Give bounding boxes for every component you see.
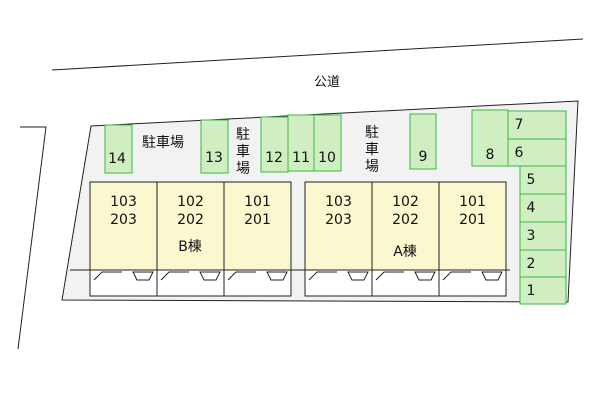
parking-space-number: 13	[205, 150, 223, 166]
parking-space-11: 11	[287, 114, 315, 172]
unit-number-lower: 101	[244, 194, 271, 210]
parking-space-9: 9	[409, 113, 437, 170]
parking-space-number: 10	[318, 150, 336, 166]
parking-space-rect	[519, 165, 567, 195]
parking-space-number: 7	[515, 117, 524, 133]
unit-number-lower: 103	[325, 194, 352, 210]
unit-rect	[223, 181, 292, 271]
unit-number-lower: 101	[459, 194, 486, 210]
parking-label-vertical-1: 駐車場	[236, 127, 250, 177]
door-marker-line	[160, 271, 189, 281]
unit-number-lower: 102	[177, 194, 204, 210]
parking-space-number: 14	[108, 151, 126, 167]
door-marker	[481, 271, 503, 281]
parking-space-number: 5	[527, 172, 536, 188]
unit-number-lower: 103	[110, 194, 137, 210]
building-name: B棟	[178, 239, 202, 255]
door-marker	[414, 271, 436, 281]
parking-space-12: 12	[260, 116, 289, 173]
parking-space-rect	[287, 114, 315, 172]
parking-space-rect	[507, 138, 567, 167]
door-marker-line	[227, 271, 256, 281]
parking-space-14: 14	[104, 124, 133, 174]
parking-space-rect	[409, 113, 437, 170]
parking-space-number: 9	[419, 149, 428, 165]
parking-space-number: 6	[515, 145, 524, 161]
parking-space-1: 1	[519, 276, 567, 305]
parking-space-number: 3	[527, 228, 536, 244]
parking-space-7: 7	[507, 110, 567, 140]
door-marker-line	[308, 271, 337, 281]
road-label: 公道	[314, 75, 340, 90]
unit-rect	[89, 181, 158, 271]
door-marker-line	[375, 271, 404, 281]
unit-rect	[371, 181, 440, 271]
unit-rect	[156, 181, 225, 271]
parking-space-number: 11	[292, 150, 310, 166]
unit-number-upper: 202	[177, 212, 204, 228]
parking-space-13: 13	[200, 119, 229, 174]
parking-space-number: 2	[527, 256, 536, 272]
parking-space-number: 4	[527, 200, 536, 216]
left-boundary-line	[17, 126, 47, 350]
road-line	[51, 38, 584, 71]
parking-space-number: 1	[527, 283, 536, 299]
parking-space-number: 12	[265, 150, 283, 166]
parking-space-4: 4	[519, 193, 567, 223]
unit-number-lower: 102	[392, 194, 419, 210]
parking-space-rect	[313, 114, 342, 172]
unit-number-upper: 203	[325, 212, 352, 228]
parking-space-10: 10	[313, 114, 342, 172]
parking-space-2: 2	[519, 249, 567, 278]
unit-number-upper: 203	[110, 212, 137, 228]
door-marker	[132, 271, 154, 281]
parking-space-number: 8	[486, 147, 495, 163]
parking-space-rect	[260, 116, 289, 173]
parking-space-5: 5	[519, 165, 567, 195]
parking-space-rect	[519, 276, 567, 305]
unit-rect	[438, 181, 507, 271]
parking-space-rect	[519, 193, 567, 223]
door-marker-line	[93, 271, 122, 281]
parking-space-rect	[519, 221, 567, 251]
unit-number-upper: 201	[459, 212, 486, 228]
door-marker-line	[442, 271, 471, 281]
parking-label-vertical-2: 駐車場	[365, 125, 379, 175]
parking-space-8: 8	[471, 109, 509, 167]
unit-number-upper: 202	[392, 212, 419, 228]
building-name: A棟	[393, 244, 417, 260]
door-marker	[347, 271, 369, 281]
unit-number-upper: 201	[244, 212, 271, 228]
parking-space-rect	[200, 119, 229, 174]
parking-space-3: 3	[519, 221, 567, 251]
parking-space-6: 6	[507, 138, 567, 167]
parking-label-horizontal: 駐車場	[142, 134, 184, 151]
parking-space-rect	[471, 109, 509, 167]
door-marker	[266, 271, 288, 281]
parking-space-rect	[104, 124, 133, 174]
door-marker	[199, 271, 221, 281]
parking-space-rect	[507, 110, 567, 140]
